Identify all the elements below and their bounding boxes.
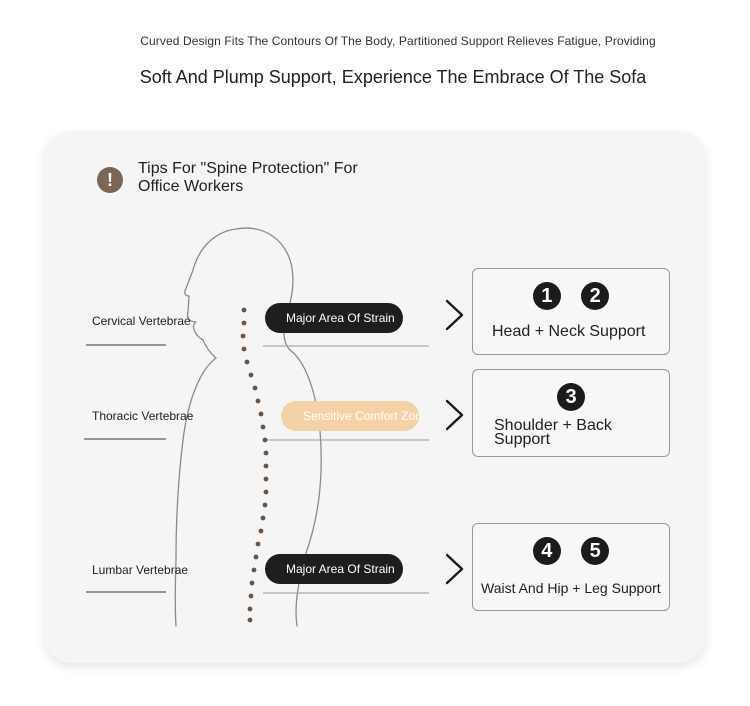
lumbar-vertebrae-label: Lumbar Vertebrae [92,563,189,577]
support-label: Waist And Hip + Leg Support [481,580,661,596]
label-underlines [84,344,166,593]
strain-zone-label: Major Area Of Strain [286,562,395,576]
support-label: Shoulder + Back Support [494,417,612,448]
number-badge: 5 [581,537,610,565]
exclamation-icon: ! [97,167,123,193]
tip-title: Tips For "Spine Protection" For Office W… [138,160,358,195]
strain-zone-label: Major Area Of Strain [286,311,395,325]
support-label: Head + Neck Support [492,323,646,340]
number-badge: 1 [532,282,561,310]
chevron-right-icon [445,553,464,585]
support-box-head-neck: 1 2 Head + Neck Support [472,268,670,355]
number-badge: 2 [581,282,610,310]
support-box-waist-hip-leg: 4 5 Waist And Hip + Leg Support [472,523,670,611]
pill-underlines [263,345,429,594]
number-badge: 3 [557,383,585,411]
comfort-zone-label: Sensitive Comfort Zone [303,409,419,423]
chevron-right-icon [445,399,464,431]
thoracic-vertebrae-label: Thoracic Vertebrae [92,409,194,423]
header-subtitle: Curved Design Fits The Contours Of The B… [140,34,656,48]
chevron-right-icon [445,299,464,331]
strain-zone-pill-cervical: Major Area Of Strain [265,303,403,333]
strain-zone-pill-lumbar: Major Area Of Strain [265,554,403,584]
comfort-zone-pill-thoracic: Sensitive Comfort Zone [281,401,419,431]
cervical-vertebrae-label: Cervical Vertebrae [92,314,191,328]
number-badge: 4 [532,537,561,565]
spine-dots [240,307,269,623]
header-title: Soft And Plump Support, Experience The E… [139,67,647,87]
support-box-shoulder-back: 3 Shoulder + Back Support [472,369,670,457]
